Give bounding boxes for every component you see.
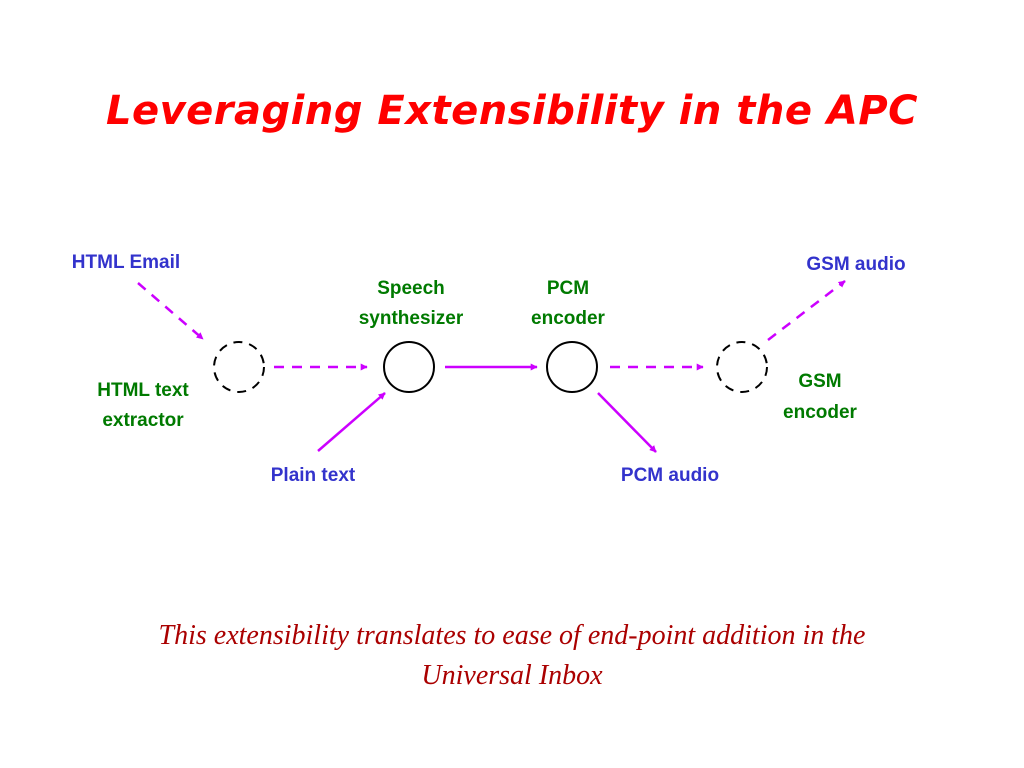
html-email-label: HTML Email (72, 252, 180, 273)
pcm-encoder-node (546, 341, 598, 393)
gsm-encoder-label-line1: GSM (798, 371, 841, 392)
plain-text-label: Plain text (271, 465, 356, 486)
gsm-audio-label: GSM audio (806, 254, 905, 275)
html-text-extractor-node (213, 341, 265, 393)
speech-synthesizer-label-line1: Speech (377, 278, 445, 299)
slide-caption: This extensibility translates to ease of… (158, 620, 866, 691)
arrow-html-email-to-extractor (137, 282, 204, 340)
pcm-encoder-label-line1: PCM (547, 278, 589, 299)
gsm-encoder-node (716, 341, 768, 393)
pcm-audio-label: PCM audio (621, 465, 719, 486)
arrow-plain-text-to-synthesizer (317, 392, 386, 452)
html-text-extractor-label-line1: HTML text (97, 380, 189, 401)
slide-title: Leveraging Extensibility in the APC (105, 88, 919, 134)
arrow-pcm-encoder-to-pcm-audio (597, 392, 657, 453)
pcm-encoder-label-line2: encoder (531, 308, 606, 329)
gsm-encoder-label-line2: encoder (783, 402, 858, 423)
speech-synthesizer-label-line2: synthesizer (359, 308, 464, 329)
html-text-extractor-label-line2: extractor (102, 410, 184, 431)
speech-synthesizer-node (383, 341, 435, 393)
arrow-gsm-encoder-to-gsm-audio (767, 280, 846, 341)
